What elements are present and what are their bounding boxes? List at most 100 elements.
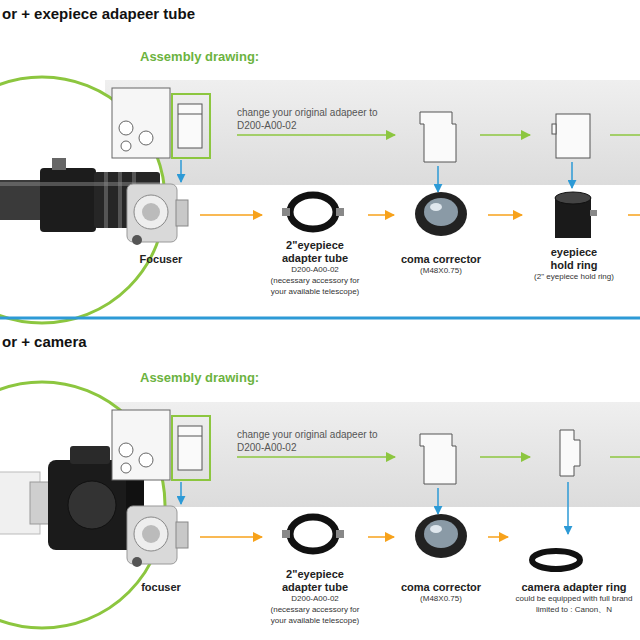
part-name: 2"eyepiece adapter tube <box>275 568 355 594</box>
blue-arrow <box>180 160 182 182</box>
part-item: focuser <box>122 500 200 592</box>
coma-corrector-glass <box>424 198 458 226</box>
glass-highlight <box>430 203 442 211</box>
part-note: (necessary accessory for your available … <box>262 276 368 298</box>
adapter-tube-photo <box>290 517 336 551</box>
flow-arrow <box>368 214 394 216</box>
part-item: coma corrector(M48X0.75) <box>394 190 488 290</box>
focuser-photo-knob <box>132 557 142 567</box>
focuser-photo-bore <box>142 525 160 543</box>
part-note: (M48X0.75) <box>394 594 488 605</box>
knob-drawing <box>119 121 133 135</box>
part-name: coma corrector <box>394 253 488 266</box>
flow-arrow <box>368 536 394 538</box>
coma-corrector-photo <box>415 192 467 236</box>
part-note: D200-A00-02 <box>262 594 368 605</box>
hold-ring-screw <box>552 124 556 134</box>
camera-ring-photo <box>532 551 580 569</box>
focuser-photo-side <box>176 200 188 226</box>
knob-drawing <box>121 463 131 473</box>
green-arrow <box>480 134 530 136</box>
flow-arrow <box>200 536 262 538</box>
part-item: 2"eyepiece adapter tubeD200-A00-02(neces… <box>262 512 368 630</box>
adapter-drawing-line <box>178 114 202 115</box>
knob-drawing <box>121 141 131 151</box>
part-item: Focuser <box>122 178 200 270</box>
hold-ring-top <box>555 192 591 204</box>
blue-arrow <box>437 488 439 514</box>
instruction-note: change your original adapeer to D200-A00… <box>237 428 392 454</box>
part-name: camera adapter ring <box>508 581 640 594</box>
flow-arrow <box>488 214 522 216</box>
focuser-photo-knob <box>132 235 142 245</box>
assembly-heading: Assembly drawing: <box>140 49 259 64</box>
focuser-body <box>30 482 50 524</box>
part-note: could be equipped with full brand limite… <box>508 594 640 616</box>
adapter-clamp <box>282 208 290 216</box>
part-item: coma corrector(M48X0.75) <box>394 512 488 612</box>
blue-arrow <box>180 482 182 504</box>
blue-arrow <box>437 166 439 192</box>
part-name: focuser <box>122 581 200 594</box>
green-arrow <box>610 134 640 136</box>
green-arrow <box>480 456 530 458</box>
orange-arrow-stub <box>628 214 640 216</box>
part-note: D200-A00-02 <box>262 265 368 276</box>
focuser-photo-side <box>176 522 188 548</box>
blue-arrow <box>571 162 573 188</box>
green-arrow <box>610 456 640 458</box>
hold-ring-screw <box>590 210 597 216</box>
part-note: (M48X0.75) <box>394 266 488 277</box>
focuser-photo <box>127 184 177 242</box>
knob-drawing <box>119 443 133 457</box>
hold-ring-drawing <box>556 114 590 158</box>
adapter-clamp <box>336 530 344 538</box>
eyepiece-rib <box>118 172 122 228</box>
green-arrow <box>237 456 395 458</box>
focuser-drawing <box>112 410 170 480</box>
camera-prism <box>70 446 110 464</box>
coma-corrector-drawing <box>420 112 456 162</box>
section-one-art <box>0 77 640 323</box>
focuser-photo-drawtube <box>134 195 168 229</box>
coma-corrector-photo <box>415 514 467 558</box>
coma-corrector-drawing <box>420 434 456 484</box>
section-heading: or + exepiece adapeer tube <box>2 5 195 22</box>
focuser-photo <box>127 506 177 564</box>
part-item: eyepiece hold ring(2" eyepiece hold ring… <box>522 186 626 286</box>
knob-drawing <box>139 131 153 145</box>
eyepiece-rib <box>104 172 108 228</box>
focuser-drawing <box>112 88 170 158</box>
part-name: 2"eyepiece adapter tube <box>275 239 355 265</box>
flow-arrow <box>200 214 262 216</box>
coma-corrector-glass <box>424 520 458 548</box>
focuser-body <box>40 168 96 232</box>
part-note: (2" eyepiece hold ring) <box>522 272 626 283</box>
part-note: (necessary accessory for your available … <box>262 605 368 627</box>
assembly-heading: Assembly drawing: <box>140 370 259 385</box>
focuser-photo-drawtube <box>134 517 168 551</box>
green-arrow <box>237 134 395 136</box>
part-name: eyepiece hold ring <box>543 246 605 272</box>
adapter-drawing <box>178 104 202 148</box>
knob-drawing <box>139 453 153 467</box>
section-heading: or + camera <box>2 333 87 350</box>
adapter-tube-photo <box>290 195 336 229</box>
part-item: 2"eyepiece adapter tubeD200-A00-02(neces… <box>262 190 368 308</box>
adapter-drawing-line <box>178 436 202 437</box>
part-item: camera adapter ringcould be equipped wit… <box>508 512 640 630</box>
focuser-photo-bore <box>142 203 160 221</box>
focuser-knob <box>52 158 66 170</box>
camera-mount <box>68 481 116 529</box>
section-two-art <box>0 382 640 628</box>
part-name: Focuser <box>122 253 200 266</box>
instruction-note: change your original adapeer to D200-A00… <box>237 106 392 132</box>
part-name: coma corrector <box>394 581 488 594</box>
glass-highlight <box>430 525 442 533</box>
adapter-drawing <box>178 426 202 470</box>
blue-arrow <box>567 482 569 534</box>
section-divider <box>0 317 640 320</box>
adapter-clamp <box>336 208 344 216</box>
